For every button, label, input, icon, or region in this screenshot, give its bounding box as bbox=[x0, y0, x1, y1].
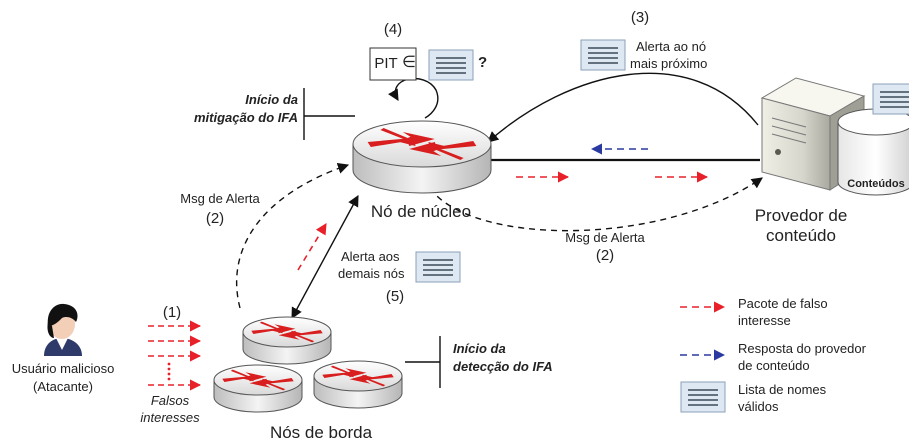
contents-label: Conteúdos bbox=[847, 178, 905, 190]
false-interests-label: Falsos bbox=[150, 393, 190, 408]
valid-names-list-icon bbox=[415, 251, 461, 283]
msg-alert-left-arrow bbox=[235, 162, 350, 309]
step-2-right-label: (2) bbox=[595, 247, 615, 264]
valid-names-list-icon bbox=[428, 49, 474, 81]
provider-label: conteúdo bbox=[766, 226, 836, 245]
legend-provider-response-label: Resposta do provedor bbox=[738, 341, 866, 356]
provider-label: Provedor de bbox=[754, 206, 848, 225]
edge-nodes-label: Nós de borda bbox=[269, 423, 373, 442]
mitigation-label: Início da bbox=[245, 92, 298, 107]
legend-valid-names-label: Lista de nomes bbox=[738, 382, 827, 397]
valid-names-list-icon bbox=[872, 83, 909, 115]
detection-label: Início da bbox=[453, 341, 506, 356]
core-node-label: Nó de núcleo bbox=[370, 202, 472, 221]
msg-alert-right-label: Msg de Alerta bbox=[565, 230, 645, 245]
legend-false-interest-label: interesse bbox=[738, 313, 791, 328]
alert-others-label: Alerta aos bbox=[341, 249, 400, 264]
valid-names-list-icon bbox=[680, 381, 726, 413]
false-interest-arrow bbox=[297, 223, 327, 271]
core-router-icon bbox=[352, 120, 492, 194]
step-1-label: (1) bbox=[162, 304, 182, 321]
msg-alert-left-label: Msg de Alerta bbox=[180, 191, 260, 206]
element-of-symbol: ∈ bbox=[402, 54, 416, 71]
attacker-label: (Atacante) bbox=[33, 379, 93, 394]
edge-router-icon bbox=[242, 316, 332, 365]
alert-others-label: demais nós bbox=[338, 266, 405, 281]
edge-router-icon bbox=[213, 364, 303, 413]
self-loop-arrow bbox=[388, 77, 439, 119]
question-mark: ? bbox=[478, 54, 488, 71]
step-4-label: (4) bbox=[383, 21, 403, 38]
valid-names-list-icon bbox=[580, 39, 626, 71]
pit-box bbox=[369, 47, 417, 81]
alert-nearest-label: mais próximo bbox=[630, 56, 708, 71]
legend-provider-response-label: de conteúdo bbox=[738, 358, 810, 373]
detection-label: detecção do IFA bbox=[453, 359, 553, 374]
attacker-icon bbox=[44, 303, 82, 356]
attacker-label: Usuário malicioso bbox=[11, 361, 115, 376]
core-edge-link bbox=[291, 195, 359, 319]
false-interests-label: interesses bbox=[140, 410, 200, 425]
database-icon bbox=[837, 108, 909, 196]
legend-valid-names-label: válidos bbox=[738, 399, 779, 414]
ellipsis-dots bbox=[167, 362, 171, 381]
alert-nearest-arrow bbox=[487, 72, 759, 143]
pit-label: PIT bbox=[374, 55, 398, 72]
edge-router-icon bbox=[313, 360, 403, 409]
step-2-left-label: (2) bbox=[205, 210, 225, 227]
step-3-label: (3) bbox=[630, 9, 650, 26]
alert-nearest-label: Alerta ao nó bbox=[636, 39, 707, 54]
msg-alert-right-arrow bbox=[429, 177, 763, 232]
legend-false-interest-label: Pacote de falso bbox=[738, 296, 828, 311]
step-5-label: (5) bbox=[385, 288, 405, 305]
mitigation-label: mitigação do IFA bbox=[193, 110, 298, 125]
